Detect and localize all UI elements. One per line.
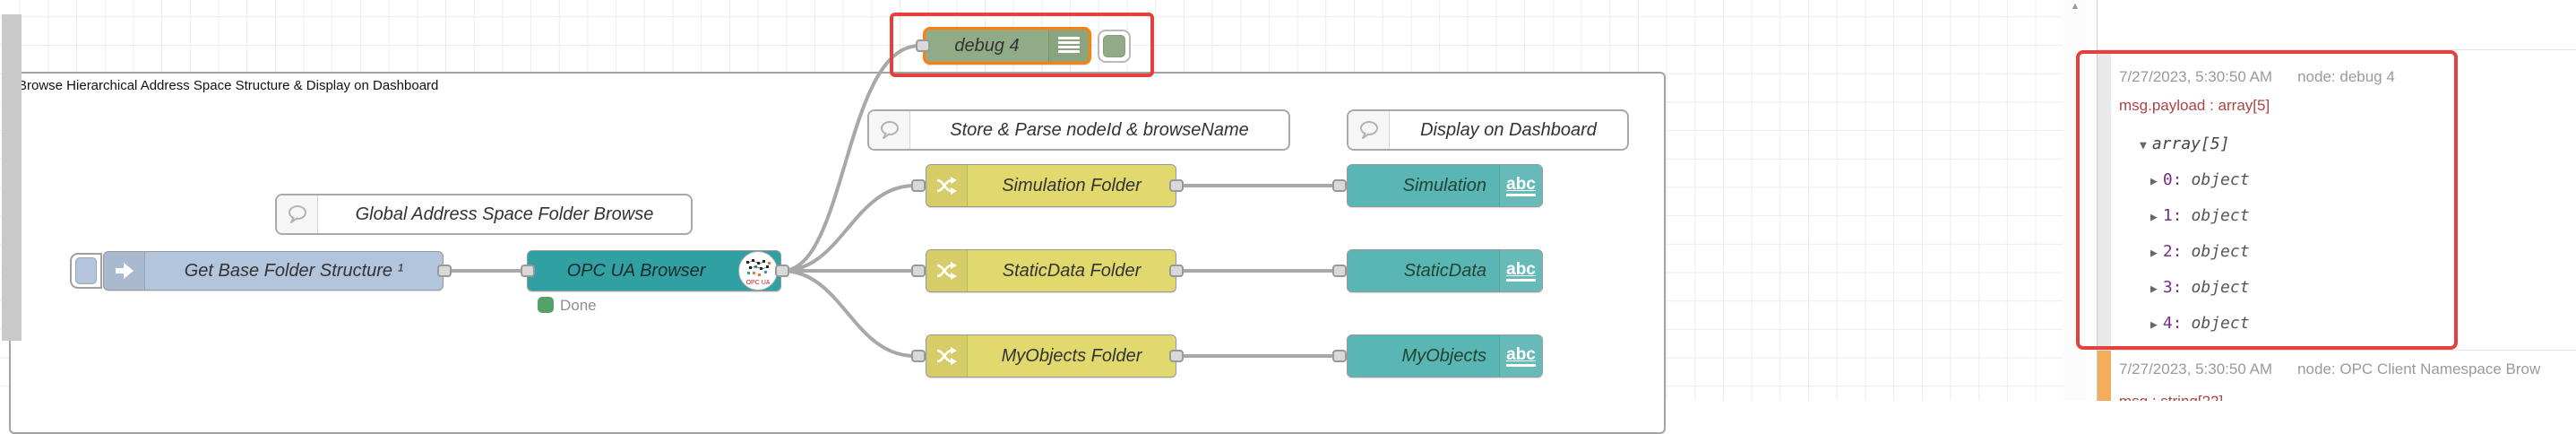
node-label: Simulation [1402, 175, 1486, 195]
message-timestamp: 7/27/2023, 5:30:50 AM [2119, 360, 2273, 378]
browser-output-port[interactable] [775, 265, 789, 277]
debug-message-2[interactable]: 7/27/2023, 5:30:50 AM node: OPC Client Na… [2098, 351, 2576, 401]
opcua-logo-badge: OPC UA [738, 251, 778, 291]
scrollbar-thumb[interactable] [2, 14, 22, 341]
abc-text-icon: abc [1499, 335, 1542, 377]
comment-bubble-icon [277, 195, 318, 233]
shuffle-icon [926, 335, 968, 377]
abc-text-icon: abc [1499, 250, 1542, 291]
node-change-simulation[interactable]: Simulation Folder [926, 164, 1176, 207]
inject-trigger-button[interactable] [70, 253, 102, 289]
change-output-port[interactable] [1169, 265, 1184, 277]
canvas-scrollbar[interactable]: ▲ [2063, 0, 2087, 401]
tree-item-row[interactable]: ▶4:object [2150, 314, 2250, 333]
comment-store-parse[interactable]: Store & Parse nodeId & browseName [867, 109, 1290, 151]
debug-enable-toggle[interactable] [1098, 30, 1131, 63]
debug-sidebar[interactable]: 7/27/2023, 5:30:50 AM node: debug 4 msg.p… [2098, 0, 2576, 401]
message-meta: 7/27/2023, 5:30:50 AM node: debug 4 [2119, 68, 2395, 86]
node-change-myobjects[interactable]: MyObjects Folder [926, 334, 1176, 378]
opcua-badge-text: OPC UA [745, 280, 771, 286]
ui-input-port[interactable] [1332, 350, 1347, 362]
sidebar-separator [2097, 0, 2098, 401]
change-input-port[interactable] [911, 350, 926, 362]
comment-display-dashboard[interactable]: Display on Dashboard [1347, 109, 1629, 151]
node-change-staticdata[interactable]: StaticData Folder [926, 249, 1176, 292]
node-label: Get Base Folder Structure ¹ [184, 260, 404, 281]
shuffle-icon [926, 250, 968, 291]
message-divider [2098, 350, 2576, 351]
change-input-port[interactable] [911, 265, 926, 277]
shuffle-icon [926, 165, 968, 206]
tree-item-row[interactable]: ▶2:object [2150, 242, 2250, 261]
node-label: Simulation Folder [1002, 175, 1142, 195]
message-timestamp: 7/27/2023, 5:30:50 AM [2119, 68, 2273, 85]
node-debug[interactable]: debug 4 [923, 27, 1091, 65]
abc-text-icon: abc [1499, 165, 1542, 206]
ui-input-port[interactable] [1332, 265, 1347, 277]
tree-item-row[interactable]: ▶1:object [2150, 206, 2250, 225]
inject-arrow-icon [104, 252, 145, 290]
comment-bubble-icon [869, 111, 910, 149]
browser-input-port[interactable] [521, 265, 535, 277]
change-output-port[interactable] [1169, 350, 1184, 362]
message-path: msg : string[22] [2119, 393, 2223, 401]
inject-output-port[interactable] [437, 265, 452, 277]
expand-triangle-icon: ▶ [2150, 318, 2158, 332]
node-ui-staticdata[interactable]: StaticData abc [1347, 249, 1543, 292]
node-label: StaticData Folder [1002, 260, 1142, 281]
tree-item-row[interactable]: ▶0:object [2150, 170, 2250, 189]
debug-message-1[interactable]: 7/27/2023, 5:30:50 AM node: debug 4 msg.p… [2098, 50, 2576, 350]
status-text: Done [560, 297, 597, 314]
tree-root-row[interactable]: ▼array[5] [2140, 135, 2230, 153]
expand-triangle-icon: ▶ [2150, 175, 2158, 188]
node-ui-simulation[interactable]: Simulation abc [1347, 164, 1543, 207]
comment-bubble-icon [1348, 111, 1390, 149]
message-gutter [2098, 50, 2111, 350]
change-output-port[interactable] [1169, 179, 1184, 192]
comment-label: Global Address Space Folder Browse [355, 204, 654, 224]
scrollbar-up-arrow[interactable]: ▲ [2070, 1, 2081, 12]
message-gutter-highlight [2098, 351, 2111, 401]
ui-input-port[interactable] [1332, 179, 1347, 192]
expand-triangle-icon: ▶ [2150, 282, 2158, 296]
message-divider [2098, 49, 2576, 50]
comment-label: Display on Dashboard [1420, 119, 1597, 140]
tree-item-row[interactable]: ▶3:object [2150, 278, 2250, 297]
group-label: Browse Hierarchical Address Space Struct… [18, 78, 439, 93]
message-node-ref: node: OPC Client Namespace Brow [2297, 360, 2541, 378]
status-dot [538, 297, 554, 313]
debug-list-icon [1048, 30, 1089, 62]
node-ui-myobjects[interactable]: MyObjects abc [1347, 334, 1543, 378]
change-input-port[interactable] [911, 179, 926, 192]
node-label: debug 4 [954, 35, 1020, 56]
node-label: MyObjects Folder [1001, 345, 1142, 366]
message-meta: 7/27/2023, 5:30:50 AM node: OPC Client Na… [2119, 360, 2540, 378]
expand-triangle-icon: ▶ [2150, 211, 2158, 224]
comment-label: Store & Parse nodeId & browseName [950, 119, 1249, 140]
collapse-triangle-icon: ▼ [2140, 139, 2147, 152]
annotation-box-debug-node [890, 13, 1154, 77]
comment-global-address[interactable]: Global Address Space Folder Browse [275, 194, 693, 235]
node-label: StaticData [1403, 260, 1486, 281]
message-path: msg.payload : array[5] [2119, 97, 2270, 114]
message-node-ref: node: debug 4 [2297, 68, 2395, 85]
annotation-box-debug-message [2076, 50, 2458, 350]
node-inject[interactable]: Get Base Folder Structure ¹ [103, 251, 444, 291]
node-label: OPC UA Browser [566, 260, 706, 281]
flow-canvas[interactable]: Browse Hierarchical Address Space Struct… [0, 0, 2063, 434]
expand-triangle-icon: ▶ [2150, 247, 2158, 260]
node-label: MyObjects [1401, 345, 1486, 366]
debug-input-port[interactable] [916, 39, 930, 52]
